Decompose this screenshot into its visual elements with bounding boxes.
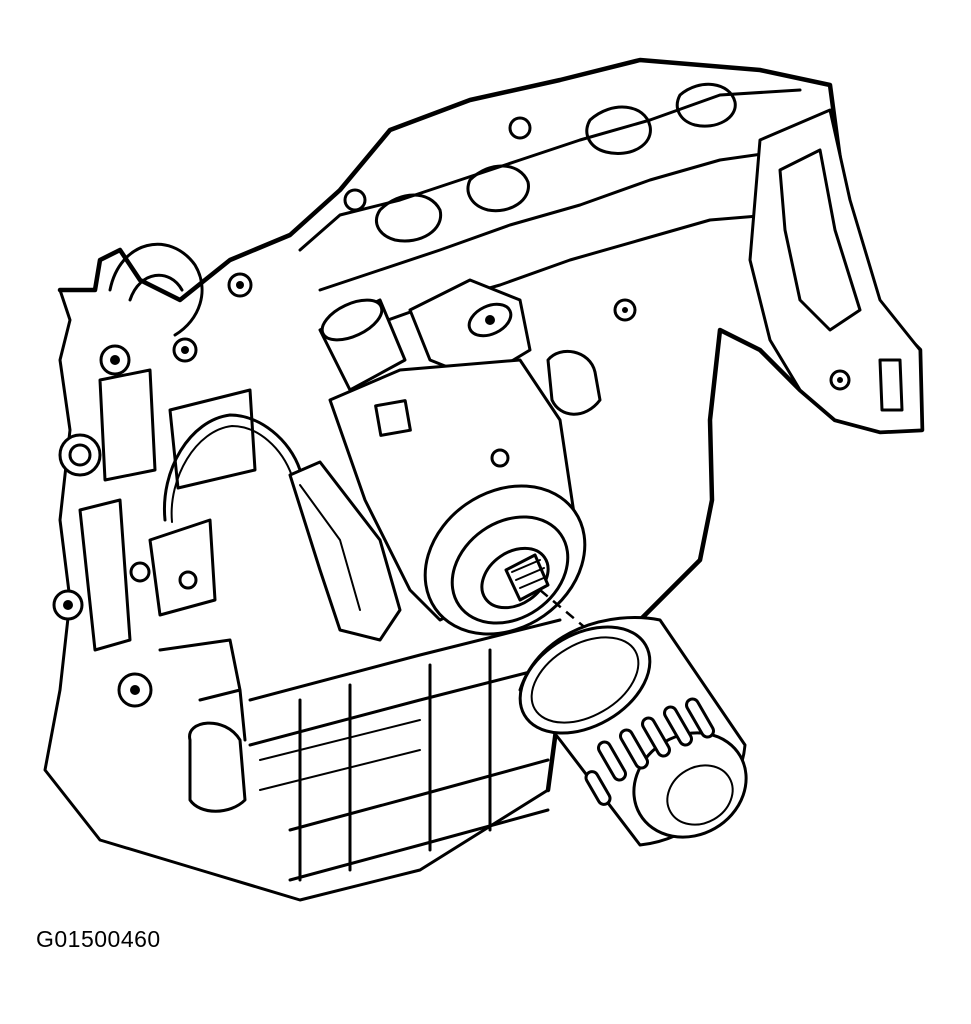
sensor-connector xyxy=(546,350,602,416)
head-bolt-a xyxy=(343,188,367,212)
oil-filter-adapter xyxy=(288,278,602,642)
figure-code: G01500460 xyxy=(36,926,161,952)
head-recess-2 xyxy=(466,164,530,213)
filter-top-face xyxy=(518,625,652,735)
head-bolt-b xyxy=(508,116,532,140)
head-recess-4 xyxy=(675,82,737,128)
lower-housing xyxy=(188,721,247,813)
mount-bracket xyxy=(748,108,924,434)
mount-bracket-detail xyxy=(778,148,904,412)
installation-axis xyxy=(539,589,601,641)
oil-filter xyxy=(518,616,748,847)
block-top-ridges xyxy=(298,88,802,332)
head-recess-1 xyxy=(375,193,443,243)
oil-pan-ribs xyxy=(298,648,492,882)
oil-pan xyxy=(248,618,562,882)
left-panel-frame xyxy=(78,368,257,652)
pulley xyxy=(108,242,204,337)
oil-tube xyxy=(162,413,312,522)
left-panel xyxy=(78,368,312,813)
block-left-edge xyxy=(43,288,550,902)
oil-pan-rim xyxy=(248,618,562,882)
head-recess-3 xyxy=(585,105,652,155)
adapter-plug xyxy=(374,399,412,437)
adapter-strap xyxy=(288,460,402,642)
filter-flutes xyxy=(584,697,715,806)
threaded-nipple xyxy=(504,553,550,602)
